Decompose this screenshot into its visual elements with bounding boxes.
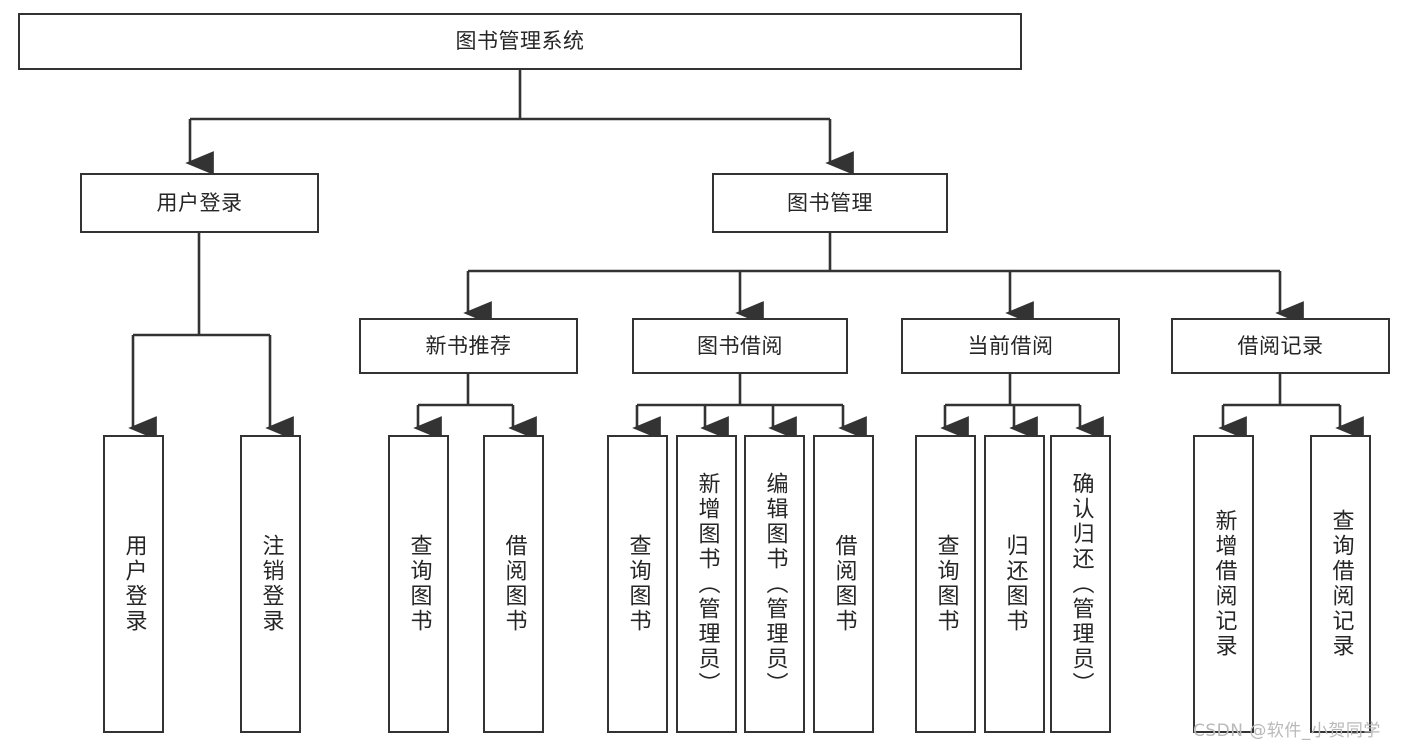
node-leaf-add-book-label: 新增图书（管理员）: [694, 471, 720, 697]
node-book-manage-label: 图书管理: [787, 190, 873, 215]
node-leaf-edit-book-label: 编辑图书（管理员）: [762, 471, 788, 697]
node-current-borrow-label: 当前借阅: [967, 333, 1054, 358]
node-root[interactable]: 图书管理系统: [18, 13, 1022, 70]
node-leaf-confirm-return[interactable]: 确认归还（管理员）: [1050, 435, 1111, 733]
node-leaf-borrow-book-2[interactable]: 借阅图书: [813, 435, 874, 733]
node-book-borrow[interactable]: 图书借阅: [632, 318, 848, 374]
node-new-book-recommend[interactable]: 新书推荐: [359, 318, 578, 374]
node-book-borrow-label: 图书借阅: [697, 333, 783, 358]
node-leaf-add-book[interactable]: 新增图书（管理员）: [676, 435, 737, 733]
node-new-book-recommend-label: 新书推荐: [425, 333, 512, 358]
node-leaf-return-book-label: 归还图书: [1002, 534, 1028, 634]
node-leaf-user-login[interactable]: 用户登录: [103, 435, 164, 733]
csdn-watermark: CSDN @软件_小贺同学: [1193, 721, 1381, 741]
node-borrow-record[interactable]: 借阅记录: [1171, 318, 1390, 374]
node-current-borrow[interactable]: 当前借阅: [901, 318, 1120, 374]
node-leaf-add-record-label: 新增借阅记录: [1211, 509, 1237, 659]
node-leaf-confirm-return-label: 确认归还（管理员）: [1068, 471, 1094, 697]
node-leaf-add-record[interactable]: 新增借阅记录: [1193, 435, 1254, 733]
node-leaf-query-record[interactable]: 查询借阅记录: [1310, 435, 1371, 733]
node-leaf-logout-label: 注销登录: [258, 534, 284, 634]
node-leaf-borrow-book-1[interactable]: 借阅图书: [483, 435, 544, 733]
node-leaf-return-book[interactable]: 归还图书: [984, 435, 1045, 733]
node-borrow-record-label: 借阅记录: [1237, 333, 1324, 358]
node-leaf-query-record-label: 查询借阅记录: [1328, 509, 1354, 659]
node-leaf-user-login-label: 用户登录: [121, 534, 147, 634]
node-leaf-query-book-3[interactable]: 查询图书: [915, 435, 976, 733]
node-leaf-borrow-book-2-label: 借阅图书: [831, 534, 857, 634]
node-leaf-query-book-1-label: 查询图书: [406, 534, 432, 634]
node-leaf-edit-book[interactable]: 编辑图书（管理员）: [744, 435, 805, 733]
node-root-label: 图书管理系统: [455, 29, 585, 54]
node-leaf-query-book-1[interactable]: 查询图书: [388, 435, 449, 733]
node-leaf-borrow-book-1-label: 借阅图书: [501, 534, 527, 634]
node-leaf-logout[interactable]: 注销登录: [240, 435, 301, 733]
node-leaf-query-book-2-label: 查询图书: [625, 534, 651, 634]
node-leaf-query-book-3-label: 查询图书: [933, 534, 959, 634]
node-leaf-query-book-2[interactable]: 查询图书: [607, 435, 668, 733]
node-book-manage[interactable]: 图书管理: [712, 173, 948, 233]
node-user-login[interactable]: 用户登录: [80, 173, 319, 233]
node-user-login-label: 用户登录: [156, 190, 243, 215]
